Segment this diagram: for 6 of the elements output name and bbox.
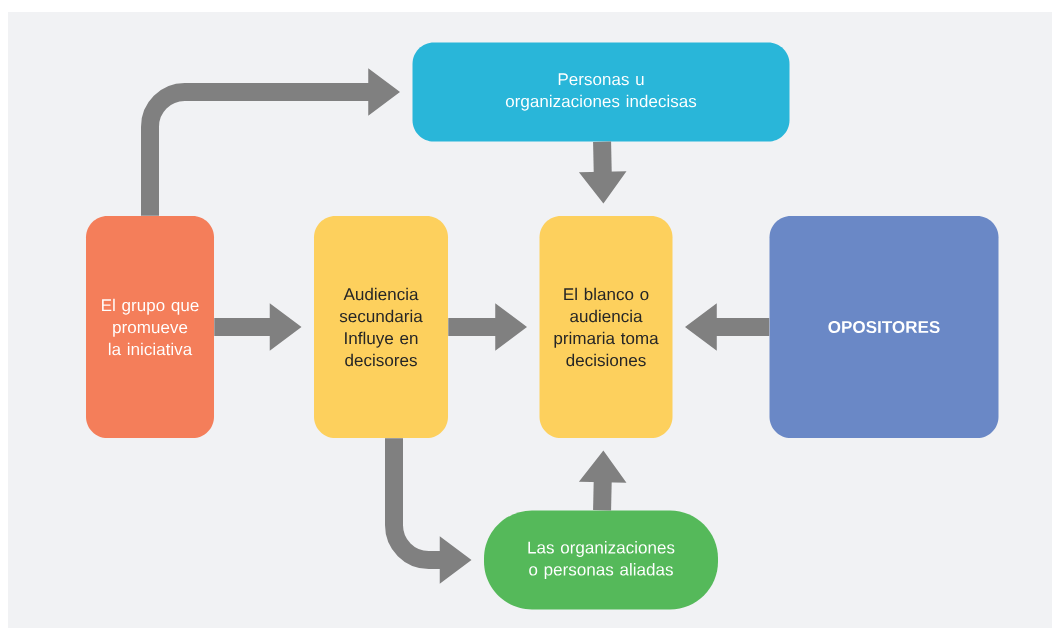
- process-box: Personas u organizaciones indecisas: [412, 42, 790, 142]
- process-box: Audiencia secundaria Influye en decisores: [314, 216, 448, 438]
- rounded-box: Las organizaciones o personas aliadas: [484, 510, 718, 610]
- process-box: OPOSITORES: [769, 216, 999, 438]
- process-box: El blanco o audiencia primaria toma decisiones: [539, 216, 673, 438]
- process-box: El grupo que promueve la iniciativa: [86, 216, 214, 438]
